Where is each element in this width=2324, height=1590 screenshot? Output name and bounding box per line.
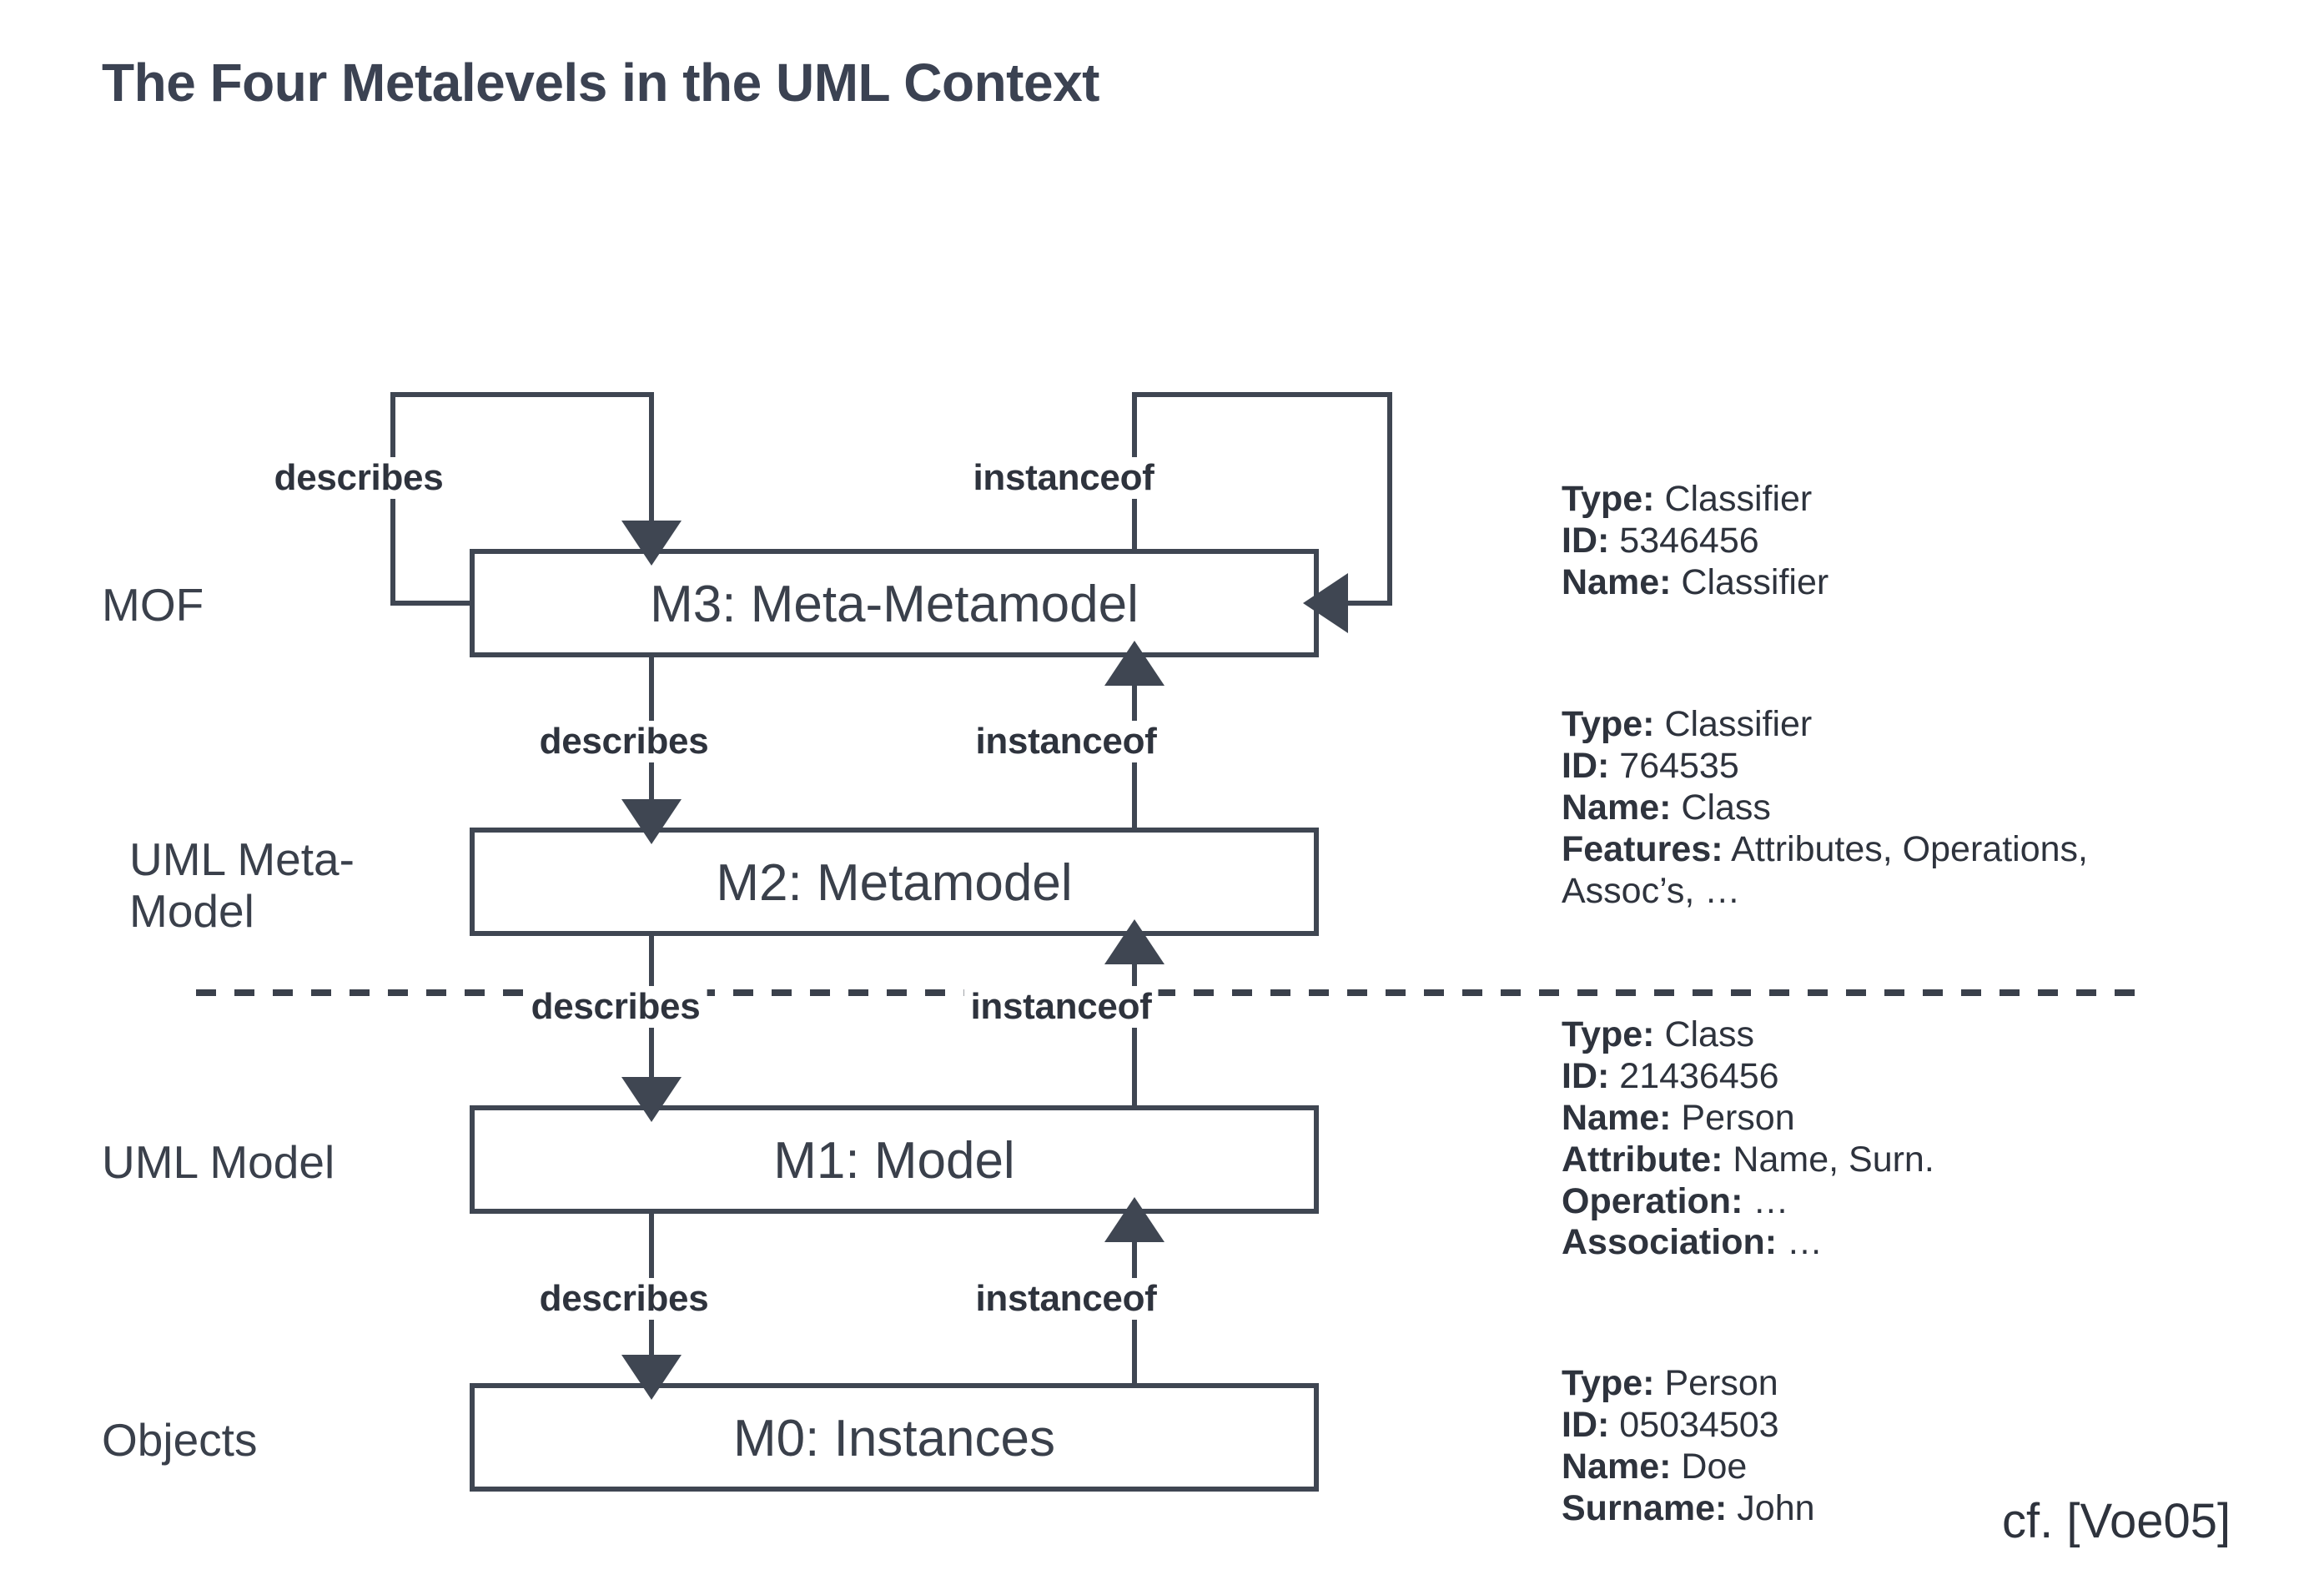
annotation-value: 21436456 <box>1609 1055 1779 1096</box>
annotation-key: Type: <box>1562 704 1655 744</box>
edge-m3-self-instanceof <box>1132 392 1392 633</box>
annotation-value: Person <box>1671 1097 1795 1138</box>
annotation-value: Class <box>1654 1014 1754 1054</box>
annotation-line: Operation: … <box>1562 1181 2145 1223</box>
annotation-line: Name: Doe <box>1562 1447 2145 1488</box>
annotation-line: Name: Classifier <box>1562 562 2145 604</box>
annotation-value: Doe <box>1671 1446 1748 1487</box>
annotation-line: Name: Person <box>1562 1098 2145 1140</box>
annotation-value: Name, Surn. <box>1723 1139 1934 1180</box>
annotation-line: ID: 21436456 <box>1562 1056 2145 1098</box>
annotation-key: ID: <box>1562 520 1610 561</box>
annotation-key: Association: <box>1562 1222 1778 1263</box>
box-m3-label: M3: Meta-Metamodel <box>650 576 1139 633</box>
annotation-value: Classifier <box>1671 561 1829 602</box>
annotation-key: ID: <box>1562 1404 1610 1445</box>
box-m1[interactable] <box>470 1105 1319 1214</box>
level-boxes <box>470 549 1319 1492</box>
annotation-value: Class <box>1671 787 1771 828</box>
annotation-key: ID: <box>1562 1055 1610 1096</box>
annotation-value: 05034503 <box>1609 1404 1779 1445</box>
annotation-line: Association: … <box>1562 1222 2145 1264</box>
level-label-uml-model: UML Model <box>102 1136 335 1188</box>
edge-label-m2-m3-instanceof: instanceof <box>968 721 1164 762</box>
annotation-line: Type: Classifier <box>1562 704 2145 746</box>
annotation-key: Type: <box>1562 1014 1655 1054</box>
citation-label: cf. [Voe05] <box>2002 1494 2231 1548</box>
edge-m3-self-describes <box>390 392 682 606</box>
annotation-key: Type: <box>1562 1363 1655 1403</box>
annotation-key: Name: <box>1562 787 1672 828</box>
annotation-line: Surname: John <box>1562 1488 2145 1530</box>
page-title: The Four Metalevels in the UML Context <box>102 53 1099 113</box>
box-m1-label: M1: Model <box>773 1132 1014 1190</box>
annotation-key: Name: <box>1562 1446 1672 1487</box>
box-m2-label: M2: Metamodel <box>716 854 1072 912</box>
annotation-value: John <box>1727 1487 1815 1528</box>
annotation-line: Name: Class <box>1562 787 2145 829</box>
edge-label-m3-self-instanceof: instanceof <box>966 457 1161 499</box>
annotation-line: Type: Person <box>1562 1363 2145 1405</box>
annotation-value: Attributes, Operations, Assoc’s, … <box>1562 828 2088 911</box>
edge-label-m1-m0-describes: describes <box>532 1278 716 1320</box>
annotation-value: Classifier <box>1654 479 1813 519</box>
annotation-line: Type: Classifier <box>1562 479 2145 521</box>
annotation-line: ID: 05034503 <box>1562 1405 2145 1447</box>
annotation-line: Type: Class <box>1562 1014 2145 1056</box>
annotation-value: 5346456 <box>1609 520 1759 561</box>
annotation-line: ID: 5346456 <box>1562 521 2145 562</box>
annotation-value: … <box>1743 1180 1789 1221</box>
level-label-uml-metamodel: UML Meta- Model <box>129 833 355 937</box>
annotation-key: Operation: <box>1562 1180 1743 1221</box>
annotation-line: Attribute: Name, Surn. <box>1562 1140 2145 1181</box>
box-m0-label: M0: Instances <box>733 1410 1055 1467</box>
level-label-mof: MOF <box>102 579 204 631</box>
annotation-value: … <box>1777 1222 1823 1263</box>
edge-label-m0-m1-instanceof: instanceof <box>968 1278 1164 1320</box>
annotation-key: Attribute: <box>1562 1139 1723 1180</box>
annotation-line: Features: Attributes, Operations, Assoc’… <box>1562 829 2145 913</box>
box-m0[interactable] <box>470 1383 1319 1492</box>
annotation-key: Surname: <box>1562 1487 1728 1528</box>
annotation-key: ID: <box>1562 745 1610 786</box>
edge-label-m3-self-describes: describes <box>267 457 450 499</box>
edge-label-m2-m1-describes: describes <box>524 986 707 1028</box>
edge-label-m1-m2-instanceof: instanceof <box>963 986 1159 1028</box>
annotation-value: Person <box>1654 1363 1778 1403</box>
edge-label-m3-m2-describes: describes <box>532 721 716 762</box>
annotation-key: Type: <box>1562 479 1655 519</box>
level-label-objects: Objects <box>102 1414 258 1466</box>
box-m2[interactable] <box>470 828 1319 936</box>
annotation-value: Classifier <box>1654 704 1813 744</box>
annotation-key: Name: <box>1562 1097 1672 1138</box>
annotation-key: Features: <box>1562 828 1723 869</box>
annotation-line: ID: 764535 <box>1562 746 2145 787</box>
annotation-value: 764535 <box>1609 745 1739 786</box>
annotation-key: Name: <box>1562 561 1672 602</box>
box-m3[interactable] <box>470 549 1319 657</box>
